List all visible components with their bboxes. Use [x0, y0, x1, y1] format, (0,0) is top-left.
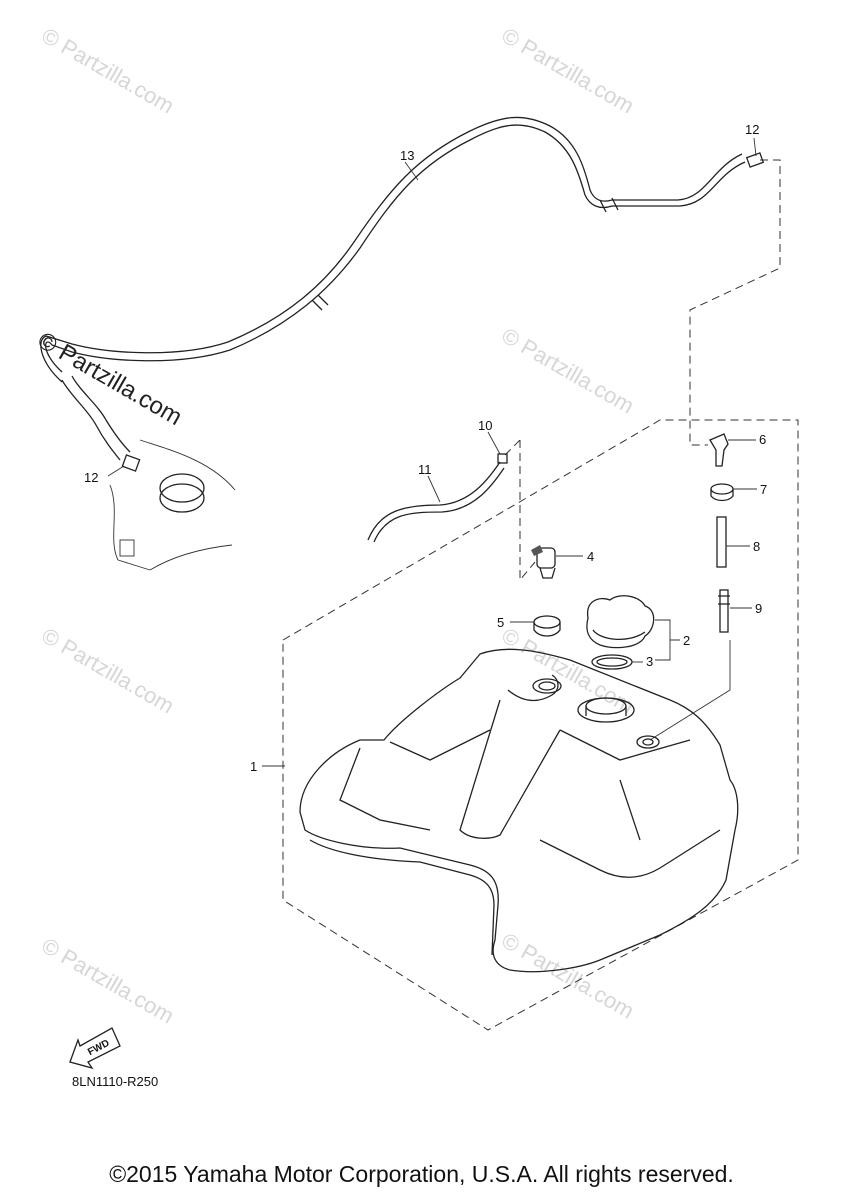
leader-line: [649, 640, 731, 741]
callout-8: 8: [753, 539, 760, 554]
callout-numbers: 1 2 3 4 5 6 7 8 9 10 11 12 12 13: [84, 122, 767, 774]
diagram-ref-code: 8LN1110-R250: [72, 1074, 159, 1089]
valve-4: [504, 439, 556, 582]
leader-dashed: [689, 159, 781, 446]
callout-2: 2: [683, 633, 690, 648]
pipe-9: [718, 589, 730, 633]
watermark-dark: © Partzilla.com: [33, 327, 187, 431]
watermark: © Partzilla.com: [38, 23, 179, 119]
watermarks: © Partzilla.com © Partzilla.com © Partzi…: [33, 23, 638, 1029]
callout-12-left: 12: [84, 470, 98, 485]
watermark: © Partzilla.com: [38, 933, 179, 1029]
callout-1: 1: [250, 759, 257, 774]
clamp-12-left: [121, 454, 141, 472]
vehicle-fragment: [61, 375, 236, 571]
o-ring-3: [591, 654, 633, 670]
clamp-12-top: [745, 152, 765, 168]
callout-leaders: [107, 137, 757, 767]
callout-3: 3: [646, 654, 653, 669]
callout-11: 11: [418, 462, 432, 477]
copyright-notice: ©2015 Yamaha Motor Corporation, U.S.A. A…: [109, 1161, 734, 1187]
watermark: © Partzilla.com: [498, 928, 639, 1024]
grommet-7: [710, 483, 734, 502]
callout-10: 10: [478, 418, 492, 433]
fuel-cap-2: [586, 595, 655, 649]
callout-5: 5: [497, 615, 504, 630]
fuel-tank-1: [282, 419, 799, 1031]
callout-7: 7: [760, 482, 767, 497]
breather-hose-13: [40, 116, 746, 383]
watermark: © Partzilla.com: [498, 623, 639, 719]
tube-8: [716, 516, 727, 568]
fitting-6: [709, 433, 729, 467]
callout-13: 13: [400, 148, 414, 163]
watermark: © Partzilla.com: [38, 623, 179, 719]
callout-9: 9: [755, 601, 762, 616]
callout-6: 6: [759, 432, 766, 447]
hose-11: [367, 453, 508, 543]
grommet-5: [533, 615, 561, 637]
callout-4: 4: [587, 549, 594, 564]
fwd-arrow-icon: FWD: [69, 1027, 121, 1070]
watermark: © Partzilla.com: [498, 23, 639, 119]
watermark: © Partzilla.com: [498, 323, 639, 419]
callout-12-top: 12: [745, 122, 759, 137]
